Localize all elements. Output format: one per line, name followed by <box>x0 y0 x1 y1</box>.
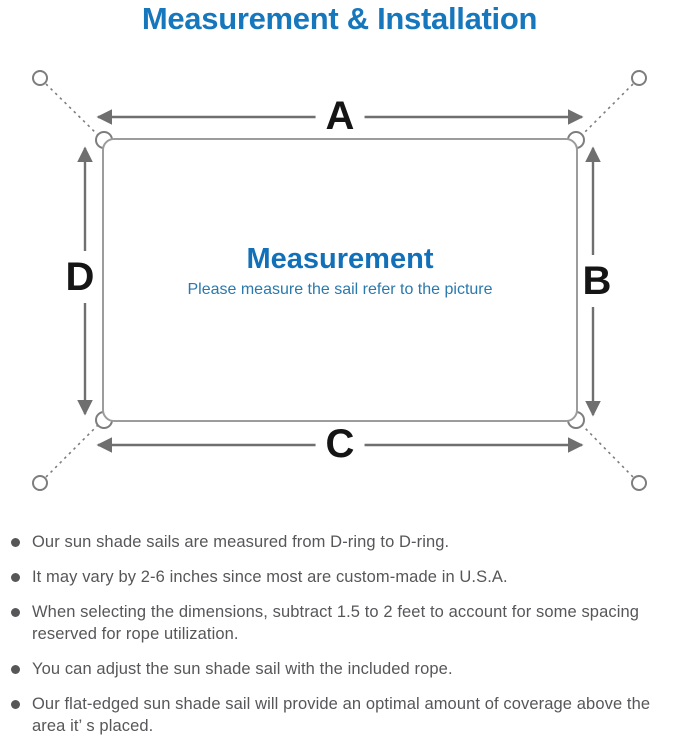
dimension-label-b: B <box>580 255 614 307</box>
bullet-icon <box>11 573 20 582</box>
shade-sail-outline <box>102 138 578 422</box>
bullet-text: Our flat-edged sun shade sail will provi… <box>32 695 651 735</box>
rope-dashed-top-right <box>579 83 634 138</box>
list-item: It may vary by 2-6 inches since most are… <box>10 566 677 588</box>
bullet-text: You can adjust the sun shade sail with t… <box>32 660 453 678</box>
anchor-ring-icon-top-right <box>631 70 647 86</box>
measurement-subtitle: Please measure the sail refer to the pic… <box>187 281 493 298</box>
anchor-ring-icon-bottom-left <box>32 475 48 491</box>
anchor-ring-icon-bottom-right <box>631 475 647 491</box>
anchor-ring-icon-top-left <box>32 70 48 86</box>
dimension-label-a: A <box>315 94 365 138</box>
rope-dashed-top-left <box>45 83 101 138</box>
list-item: Our flat-edged sun shade sail will provi… <box>10 693 677 737</box>
measurement-heading: Measurement <box>246 243 434 275</box>
bullet-text: It may vary by 2-6 inches since most are… <box>32 568 508 586</box>
page-title: Measurement & Installation <box>141 1 538 36</box>
bullet-icon <box>11 700 20 709</box>
list-item: Our sun shade sails are measured from D-… <box>10 531 677 553</box>
list-item: When selecting the dimensions, subtract … <box>10 601 677 645</box>
measurement-notes-list: Our sun shade sails are measured from D-… <box>10 531 677 750</box>
dimension-label-c: C <box>315 422 365 466</box>
bullet-text: When selecting the dimensions, subtract … <box>32 603 640 643</box>
sail-center-text: Measurement Please measure the sail refe… <box>104 243 576 300</box>
dimension-label-d: D <box>63 251 97 303</box>
bullet-icon <box>11 608 20 617</box>
bullet-icon <box>11 538 20 547</box>
measurement-diagram: A B C D Measurement Please measure the s… <box>32 70 647 491</box>
rope-dashed-bottom-left <box>45 422 101 478</box>
rope-dashed-bottom-right <box>579 422 634 478</box>
bullet-icon <box>11 665 20 674</box>
bullet-text: Our sun shade sails are measured from D-… <box>32 533 450 551</box>
list-item: You can adjust the sun shade sail with t… <box>10 658 677 680</box>
